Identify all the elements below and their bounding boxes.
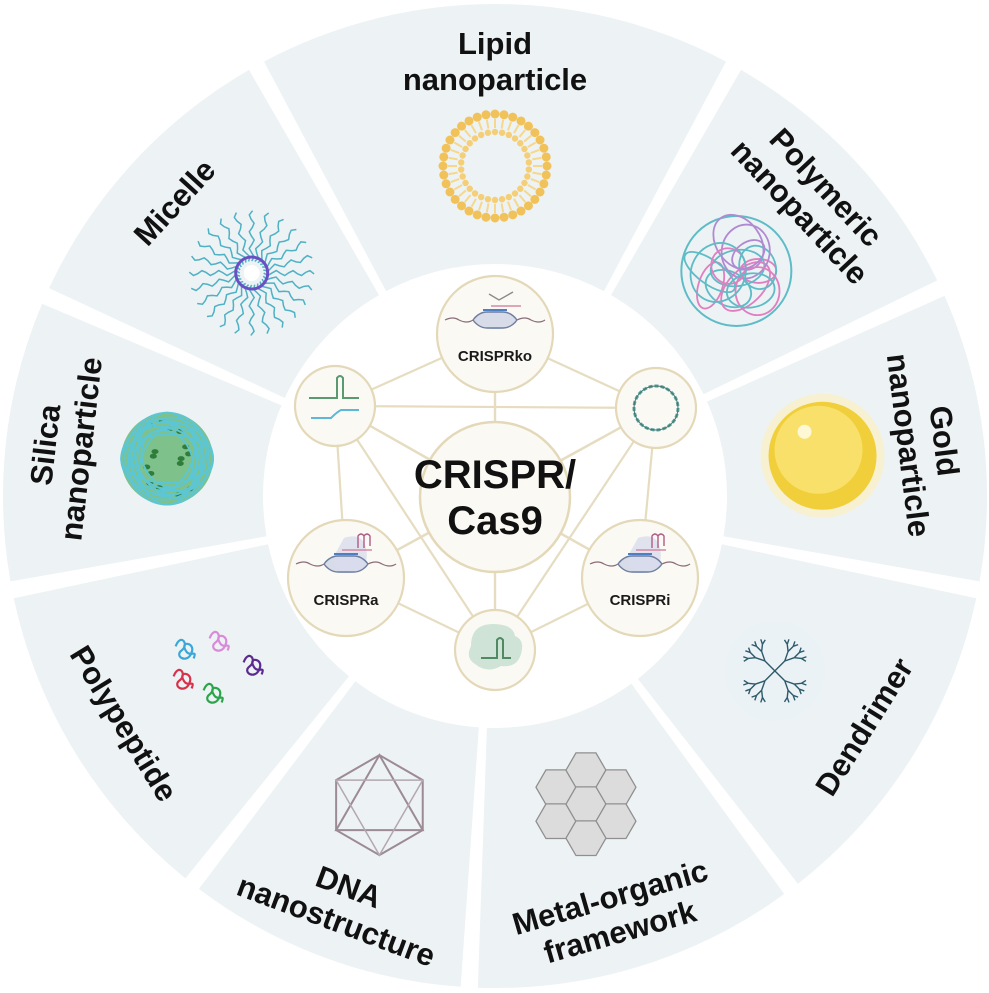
sector-polypeptide: Polypeptide: [13, 544, 349, 879]
polypeptide-icon: [172, 630, 264, 704]
sector-label-line: Lipid: [458, 26, 532, 61]
network-node-mrna: [293, 364, 377, 448]
network-node-label: CRISPRi: [610, 592, 671, 609]
center-label-line2: Cas9: [447, 499, 543, 543]
network-edge: [334, 405, 496, 651]
silica-nanoparticle-icon: [120, 411, 215, 506]
outer-ring: LipidnanoparticlePolymericnanoparticleGo…: [3, 3, 987, 988]
network-edge: [494, 407, 657, 651]
lipid-nanoparticle-icon: [438, 109, 552, 223]
gold-nanoparticle-icon: [760, 393, 885, 518]
sector-background: [264, 3, 726, 292]
sector-background: [198, 681, 479, 987]
sector-background: [49, 69, 380, 398]
dna-nanostructure-icon: [334, 753, 425, 857]
center-label-line1: CRISPR/: [414, 453, 576, 497]
network-node-label: CRISPRko: [458, 348, 532, 365]
dna-activation-icon: CRISPRa: [295, 533, 397, 609]
network-node-crispra: CRISPRa: [286, 518, 406, 638]
micelle-icon: [188, 210, 315, 336]
plasmid-icon: [632, 384, 680, 432]
dendrimer-icon: [724, 620, 825, 721]
network-node-plasmid: [614, 366, 698, 450]
protein-rna-icon: [468, 624, 523, 670]
sector-label-line: nanoparticle: [403, 62, 587, 97]
network-node-crispri: CRISPRi: [580, 518, 700, 638]
network-node-label: CRISPRa: [313, 592, 379, 609]
dna-cleavage-icon: CRISPRko: [444, 291, 546, 365]
mrna-icon: [309, 375, 359, 419]
network-node-protein-rna: [453, 608, 537, 692]
center-node: CRISPR/ Cas9: [414, 420, 576, 574]
network-node-crisprko: CRISPRko: [435, 274, 555, 394]
sector-label-line: Gold: [922, 404, 965, 478]
sector-background: [13, 544, 349, 879]
metal-organic-framework-icon: [535, 752, 637, 857]
dna-interference-icon: CRISPRi: [589, 533, 691, 609]
polymeric-nanoparticle-icon: [680, 213, 793, 327]
sector-micelle: Micelle: [49, 69, 380, 398]
sector-background: [637, 544, 977, 884]
